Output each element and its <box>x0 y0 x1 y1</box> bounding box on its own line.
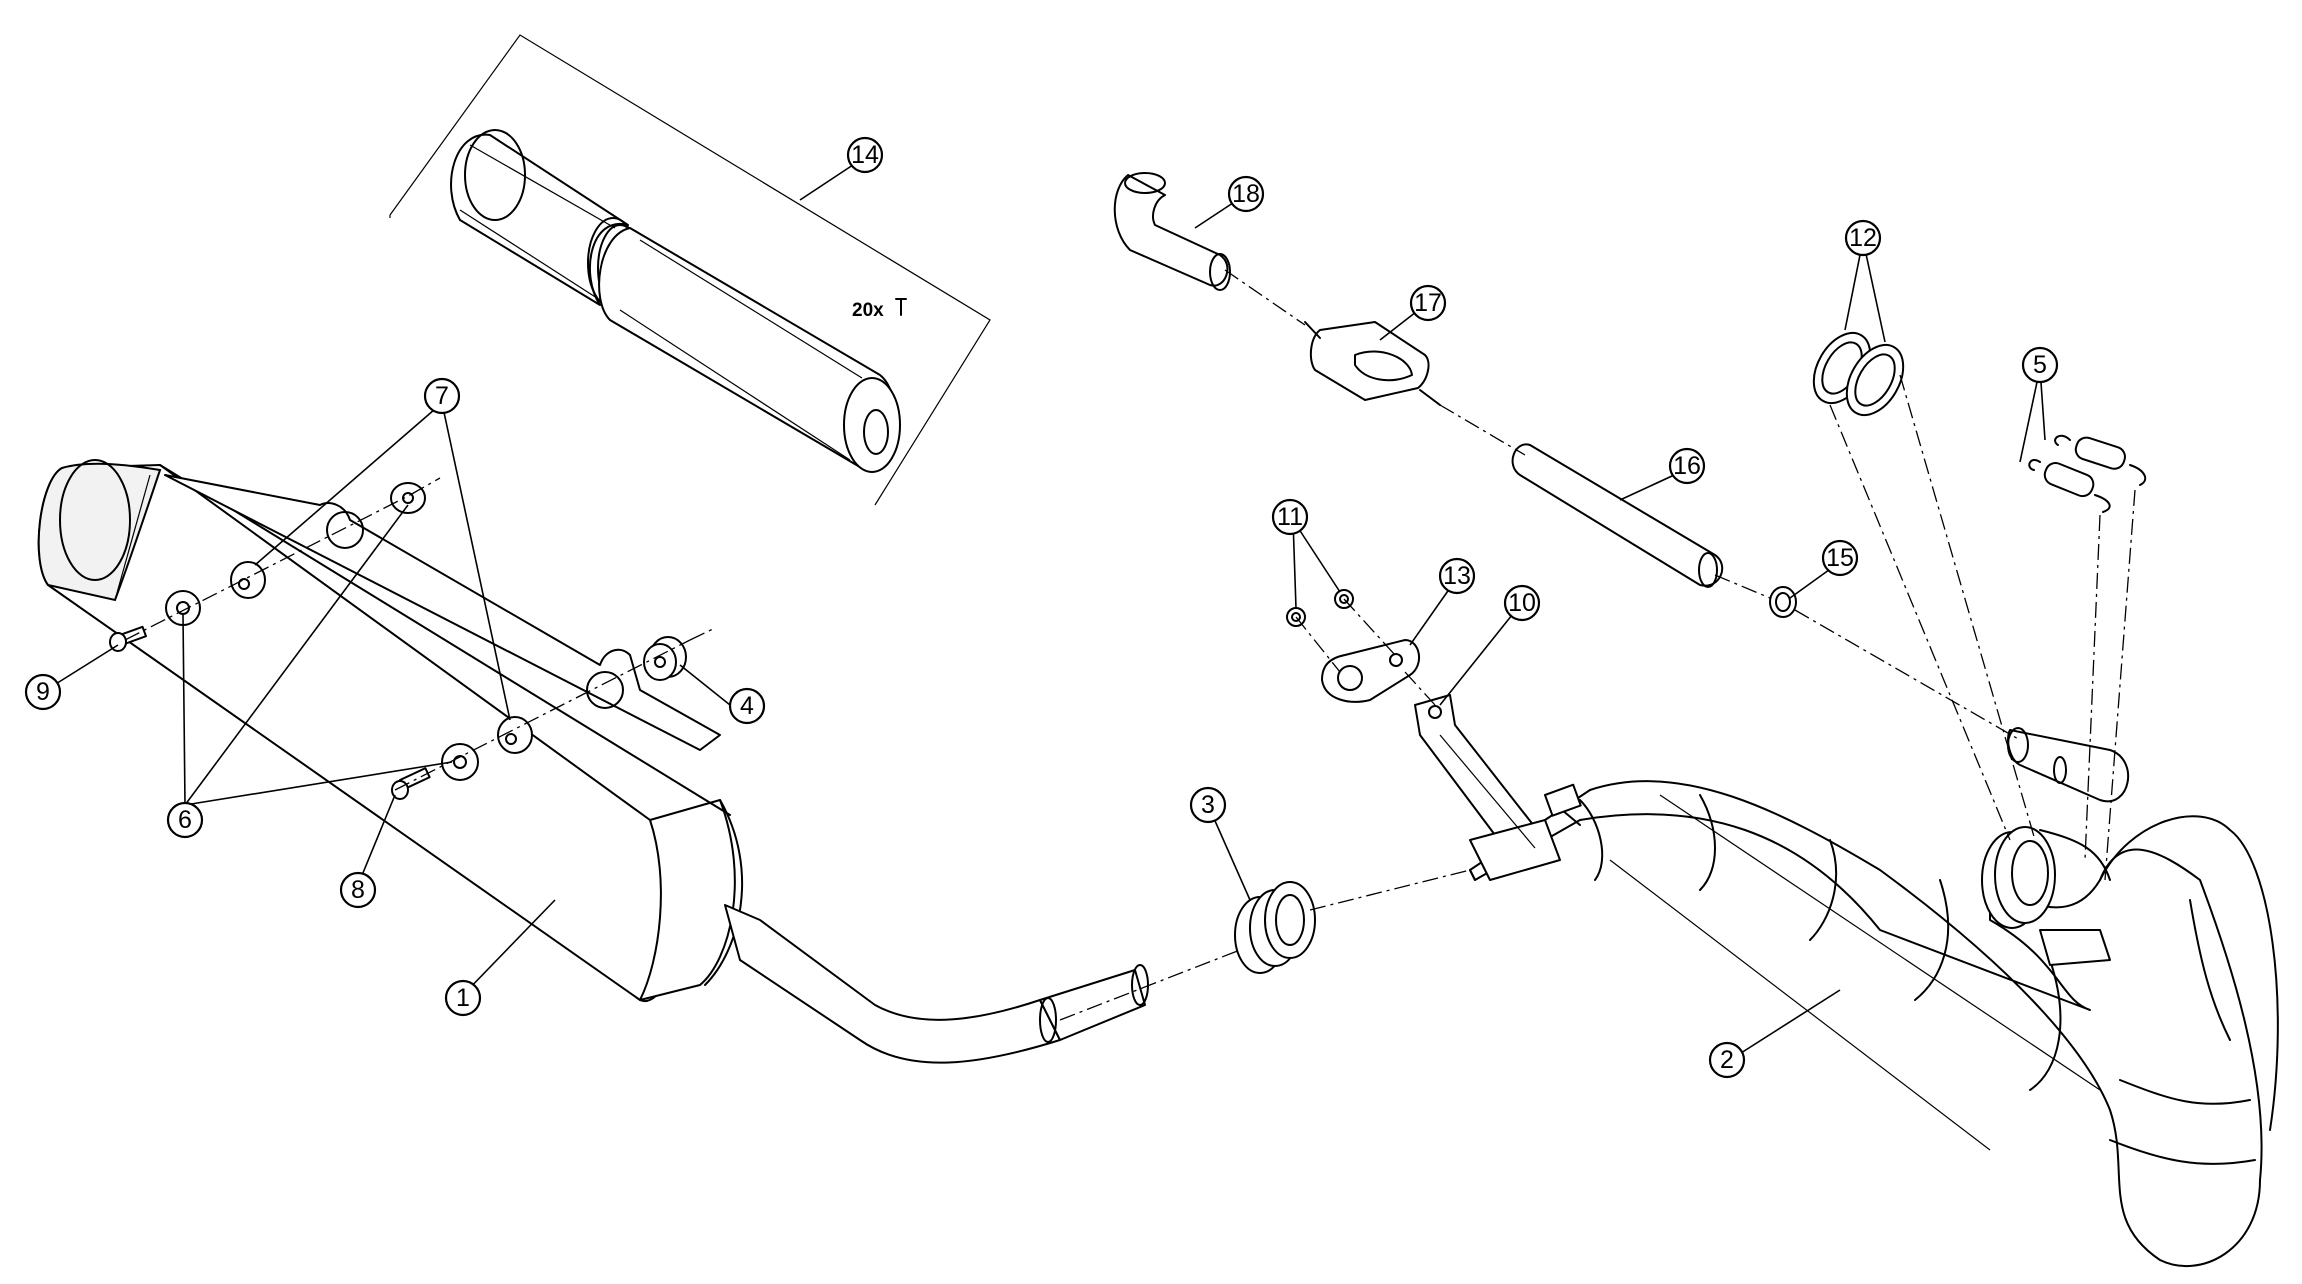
svg-text:17: 17 <box>1414 289 1442 317</box>
grommet-part-4 <box>643 636 687 681</box>
vent-outlet-part <box>2007 727 2129 803</box>
svg-text:10: 10 <box>1508 589 1536 617</box>
svg-text:12: 12 <box>1849 224 1877 252</box>
hose-clamp-part <box>1769 586 1797 618</box>
svg-text:9: 9 <box>36 678 50 706</box>
callout-1: 1 <box>444 979 482 1017</box>
check-valve-part <box>1304 321 1441 406</box>
callout-15: 15 <box>1821 539 1859 577</box>
svg-text:11: 11 <box>1277 503 1303 531</box>
expansion-chamber-part <box>1469 780 2279 1268</box>
callout-14: 14 <box>846 136 884 174</box>
svg-text:7: 7 <box>435 382 449 410</box>
callout-13: 13 <box>1438 557 1476 595</box>
seal-ring-part <box>1234 881 1316 974</box>
grommet-part-7b <box>497 716 533 754</box>
svg-text:15: 15 <box>1826 544 1854 572</box>
callout-7: 7 <box>423 377 461 415</box>
bracket-part <box>1414 694 1561 881</box>
grommet-part-7a <box>230 561 266 599</box>
silencer-part <box>37 459 744 1003</box>
svg-text:18: 18 <box>1232 180 1260 208</box>
callout-18: 18 <box>1227 175 1265 213</box>
svg-text:2: 2 <box>1720 1046 1734 1074</box>
spring-part-a <box>2054 434 2147 486</box>
silencer-packing-part <box>450 129 901 473</box>
callout-4: 4 <box>728 687 766 725</box>
callout-9: 9 <box>24 673 62 711</box>
svg-text:4: 4 <box>740 692 754 720</box>
spring-part-b <box>2028 459 2111 513</box>
callout-16: 16 <box>1668 447 1706 485</box>
callout-3: 3 <box>1189 786 1227 824</box>
svg-text:5: 5 <box>2033 351 2047 379</box>
callout-2: 2 <box>1708 1041 1746 1079</box>
connector-pipe <box>724 904 1149 1064</box>
washer-part-6a <box>390 482 426 514</box>
svg-text:1: 1 <box>456 984 470 1012</box>
svg-text:6: 6 <box>178 806 192 834</box>
svg-text:13: 13 <box>1443 562 1471 590</box>
tube-part <box>1511 443 1724 588</box>
packing-kit-box <box>389 34 991 506</box>
svg-text:16: 16 <box>1673 452 1701 480</box>
screw-quantity-note: 20x <box>852 300 884 321</box>
callout-12: 12 <box>1844 219 1882 257</box>
svg-text:8: 8 <box>351 876 365 904</box>
callout-8: 8 <box>339 871 377 909</box>
mount-plate-part <box>1321 639 1420 703</box>
screw-icon <box>895 298 907 316</box>
callout-17: 17 <box>1409 284 1447 322</box>
washer-part-6c <box>441 743 479 781</box>
svg-text:3: 3 <box>1201 791 1215 819</box>
assembly-lines <box>124 269 2136 1021</box>
o-ring-part-pair <box>1812 331 1905 417</box>
callout-10: 10 <box>1503 584 1541 622</box>
elbow-hose-part <box>1113 172 1231 291</box>
svg-text:14: 14 <box>851 141 879 169</box>
callout-5: 5 <box>2021 346 2059 384</box>
header-flange-part <box>1981 826 2111 966</box>
callout-6: 6 <box>166 801 204 839</box>
callout-11: 11 <box>1271 498 1309 536</box>
